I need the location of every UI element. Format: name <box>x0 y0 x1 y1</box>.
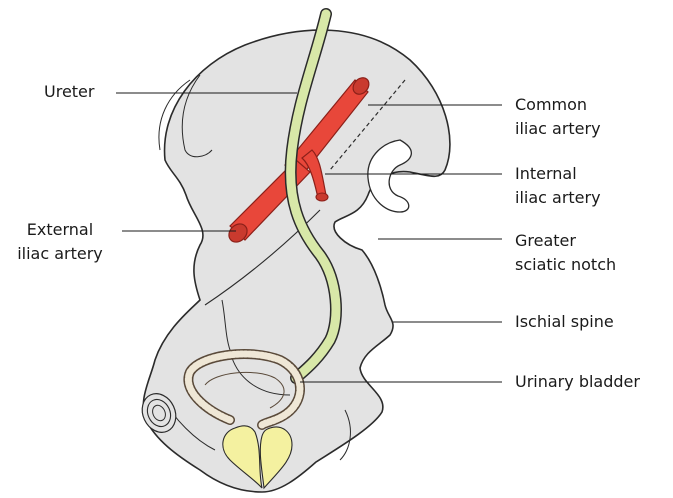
label-ureter-text: Ureter <box>44 80 94 104</box>
label-ureter: Ureter <box>44 80 94 104</box>
label-ischial-spine: Ischial spine <box>515 310 614 334</box>
label-external-iliac-line1: External <box>0 218 120 242</box>
label-ischial-spine-text: Ischial spine <box>515 310 614 334</box>
label-greater-sciatic-line2: sciatic notch <box>515 253 616 277</box>
internal-iliac-artery-end <box>316 193 328 201</box>
label-internal-iliac-artery: Internal iliac artery <box>515 162 601 210</box>
label-greater-sciatic-notch: Greater sciatic notch <box>515 229 616 277</box>
label-common-iliac-artery: Common iliac artery <box>515 93 601 141</box>
label-greater-sciatic-line1: Greater <box>515 229 616 253</box>
label-internal-iliac-line2: iliac artery <box>515 186 601 210</box>
label-urinary-bladder-text: Urinary bladder <box>515 370 640 394</box>
label-internal-iliac-line1: Internal <box>515 162 601 186</box>
label-common-iliac-line2: iliac artery <box>515 117 601 141</box>
label-common-iliac-line1: Common <box>515 93 601 117</box>
label-external-iliac-line2: iliac artery <box>0 242 120 266</box>
label-external-iliac-artery: External iliac artery <box>0 218 120 266</box>
label-urinary-bladder: Urinary bladder <box>515 370 640 394</box>
